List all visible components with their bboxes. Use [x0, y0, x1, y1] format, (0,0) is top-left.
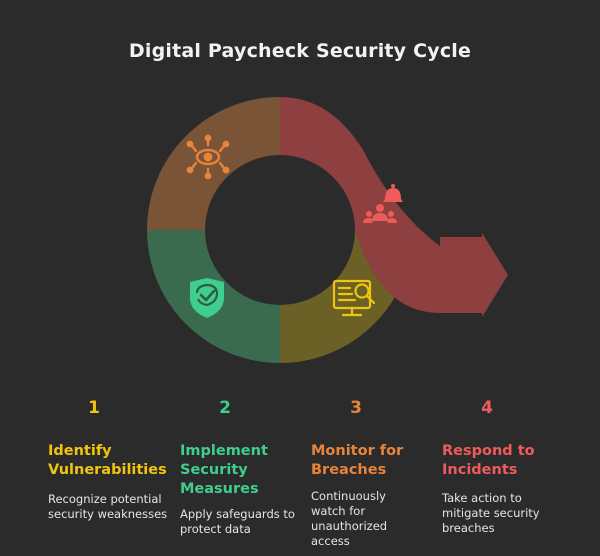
step-2-title: Implement Security Measures: [180, 443, 268, 497]
step-3-description: Continuously watch for unauthorized acce…: [311, 489, 388, 548]
step-3-number: 3: [350, 398, 362, 418]
step-2-description: Apply safeguards to protect data: [180, 507, 295, 536]
alarm-people-icon: [363, 184, 403, 223]
step-4-description: Take action to mitigate security breache…: [442, 491, 540, 535]
step-4-title: Respond to Incidents: [442, 443, 535, 478]
diagram-title: Digital Paycheck Security Cycle: [128, 40, 472, 62]
step-3-title: Monitor for Breaches: [311, 443, 404, 478]
step-2-number: 2: [219, 398, 231, 418]
monitor-search-icon: [332, 279, 376, 317]
segment-respond-arrow: [280, 97, 508, 317]
shield-check-icon: [190, 278, 224, 318]
step-4-number: 4: [481, 398, 493, 418]
step-1-title: Identify Vulnerabilities: [48, 443, 167, 478]
eye-network-icon: [186, 134, 230, 180]
step-1-number: 1: [88, 398, 100, 418]
step-1-description: Recognize potential security weaknesses: [48, 492, 168, 521]
